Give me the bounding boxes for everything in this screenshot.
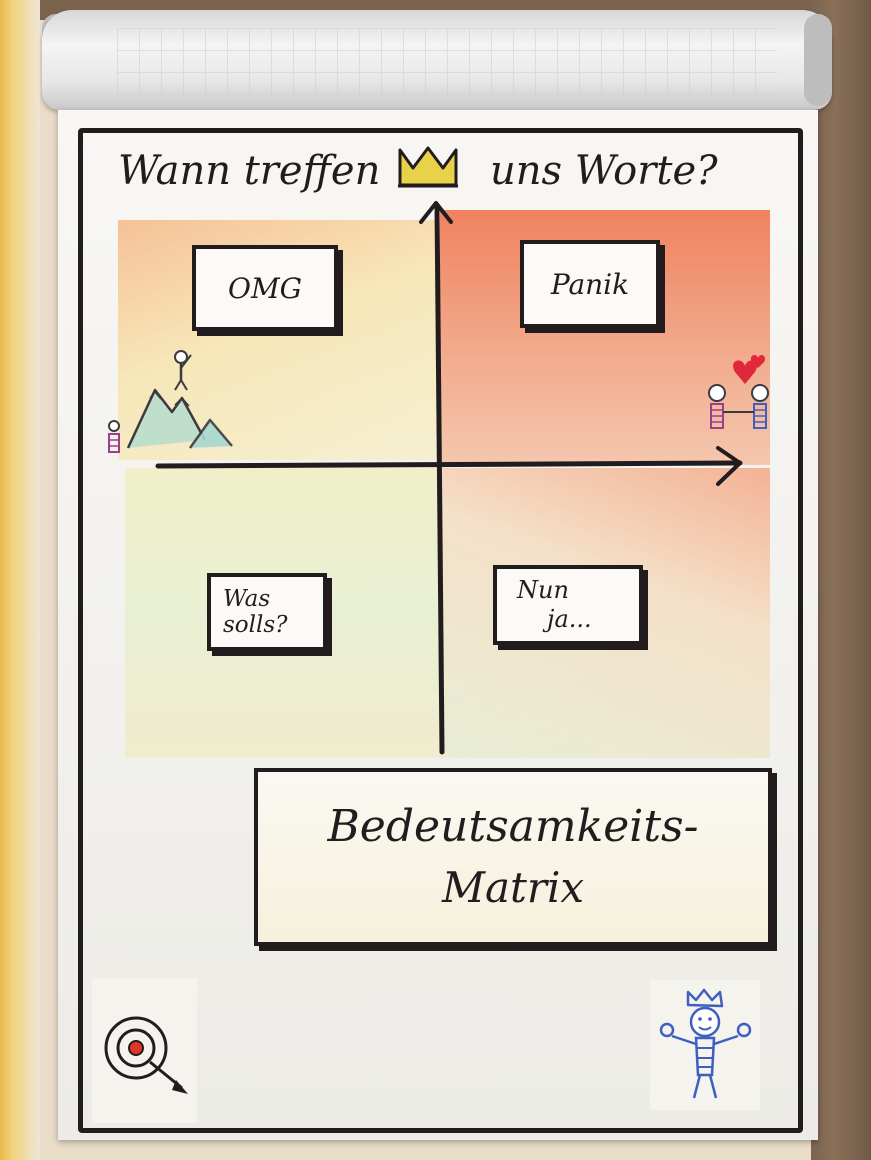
label-nun-line1: Nun	[517, 576, 569, 605]
roll-grid	[117, 28, 777, 108]
label-panik-text: Panik	[550, 267, 630, 301]
label-nun-ja: Nun ja...	[493, 565, 643, 645]
matrix-title-line1: Bedeutsamkeits-	[327, 800, 699, 852]
label-panik: Panik	[520, 240, 660, 328]
matrix-title-line2: Matrix	[441, 863, 585, 913]
arrow-up-icon	[419, 201, 453, 224]
matrix-title-box: Bedeutsamkeits- Matrix	[254, 768, 772, 946]
label-nun-line2: ja...	[547, 605, 592, 633]
arrow-right-icon	[716, 446, 742, 486]
roll-cap-right	[804, 14, 832, 106]
king-note	[650, 980, 760, 1110]
crown-icon	[398, 146, 458, 188]
couple-hearts-icon	[708, 355, 769, 429]
mountain-climber-icon	[108, 350, 233, 453]
label-omg: OMG	[192, 245, 338, 331]
label-was-solls: Was solls?	[207, 573, 327, 651]
king-figure-icon	[659, 988, 752, 1099]
target-icon	[104, 1016, 188, 1094]
target-note	[92, 978, 197, 1123]
flipchart-roll	[42, 10, 832, 110]
label-omg-text: OMG	[228, 271, 302, 305]
label-was-line1: Was	[223, 585, 271, 612]
vertical-axis	[434, 202, 445, 755]
wall-right	[811, 0, 871, 1160]
title-part-2: uns Worte?	[490, 148, 718, 194]
horizontal-axis	[155, 460, 743, 469]
title-part-1: Wann treffen	[118, 148, 381, 194]
wall-left	[0, 0, 40, 1160]
drawn-frame	[78, 128, 803, 1133]
label-was-line2: solls?	[223, 612, 288, 638]
